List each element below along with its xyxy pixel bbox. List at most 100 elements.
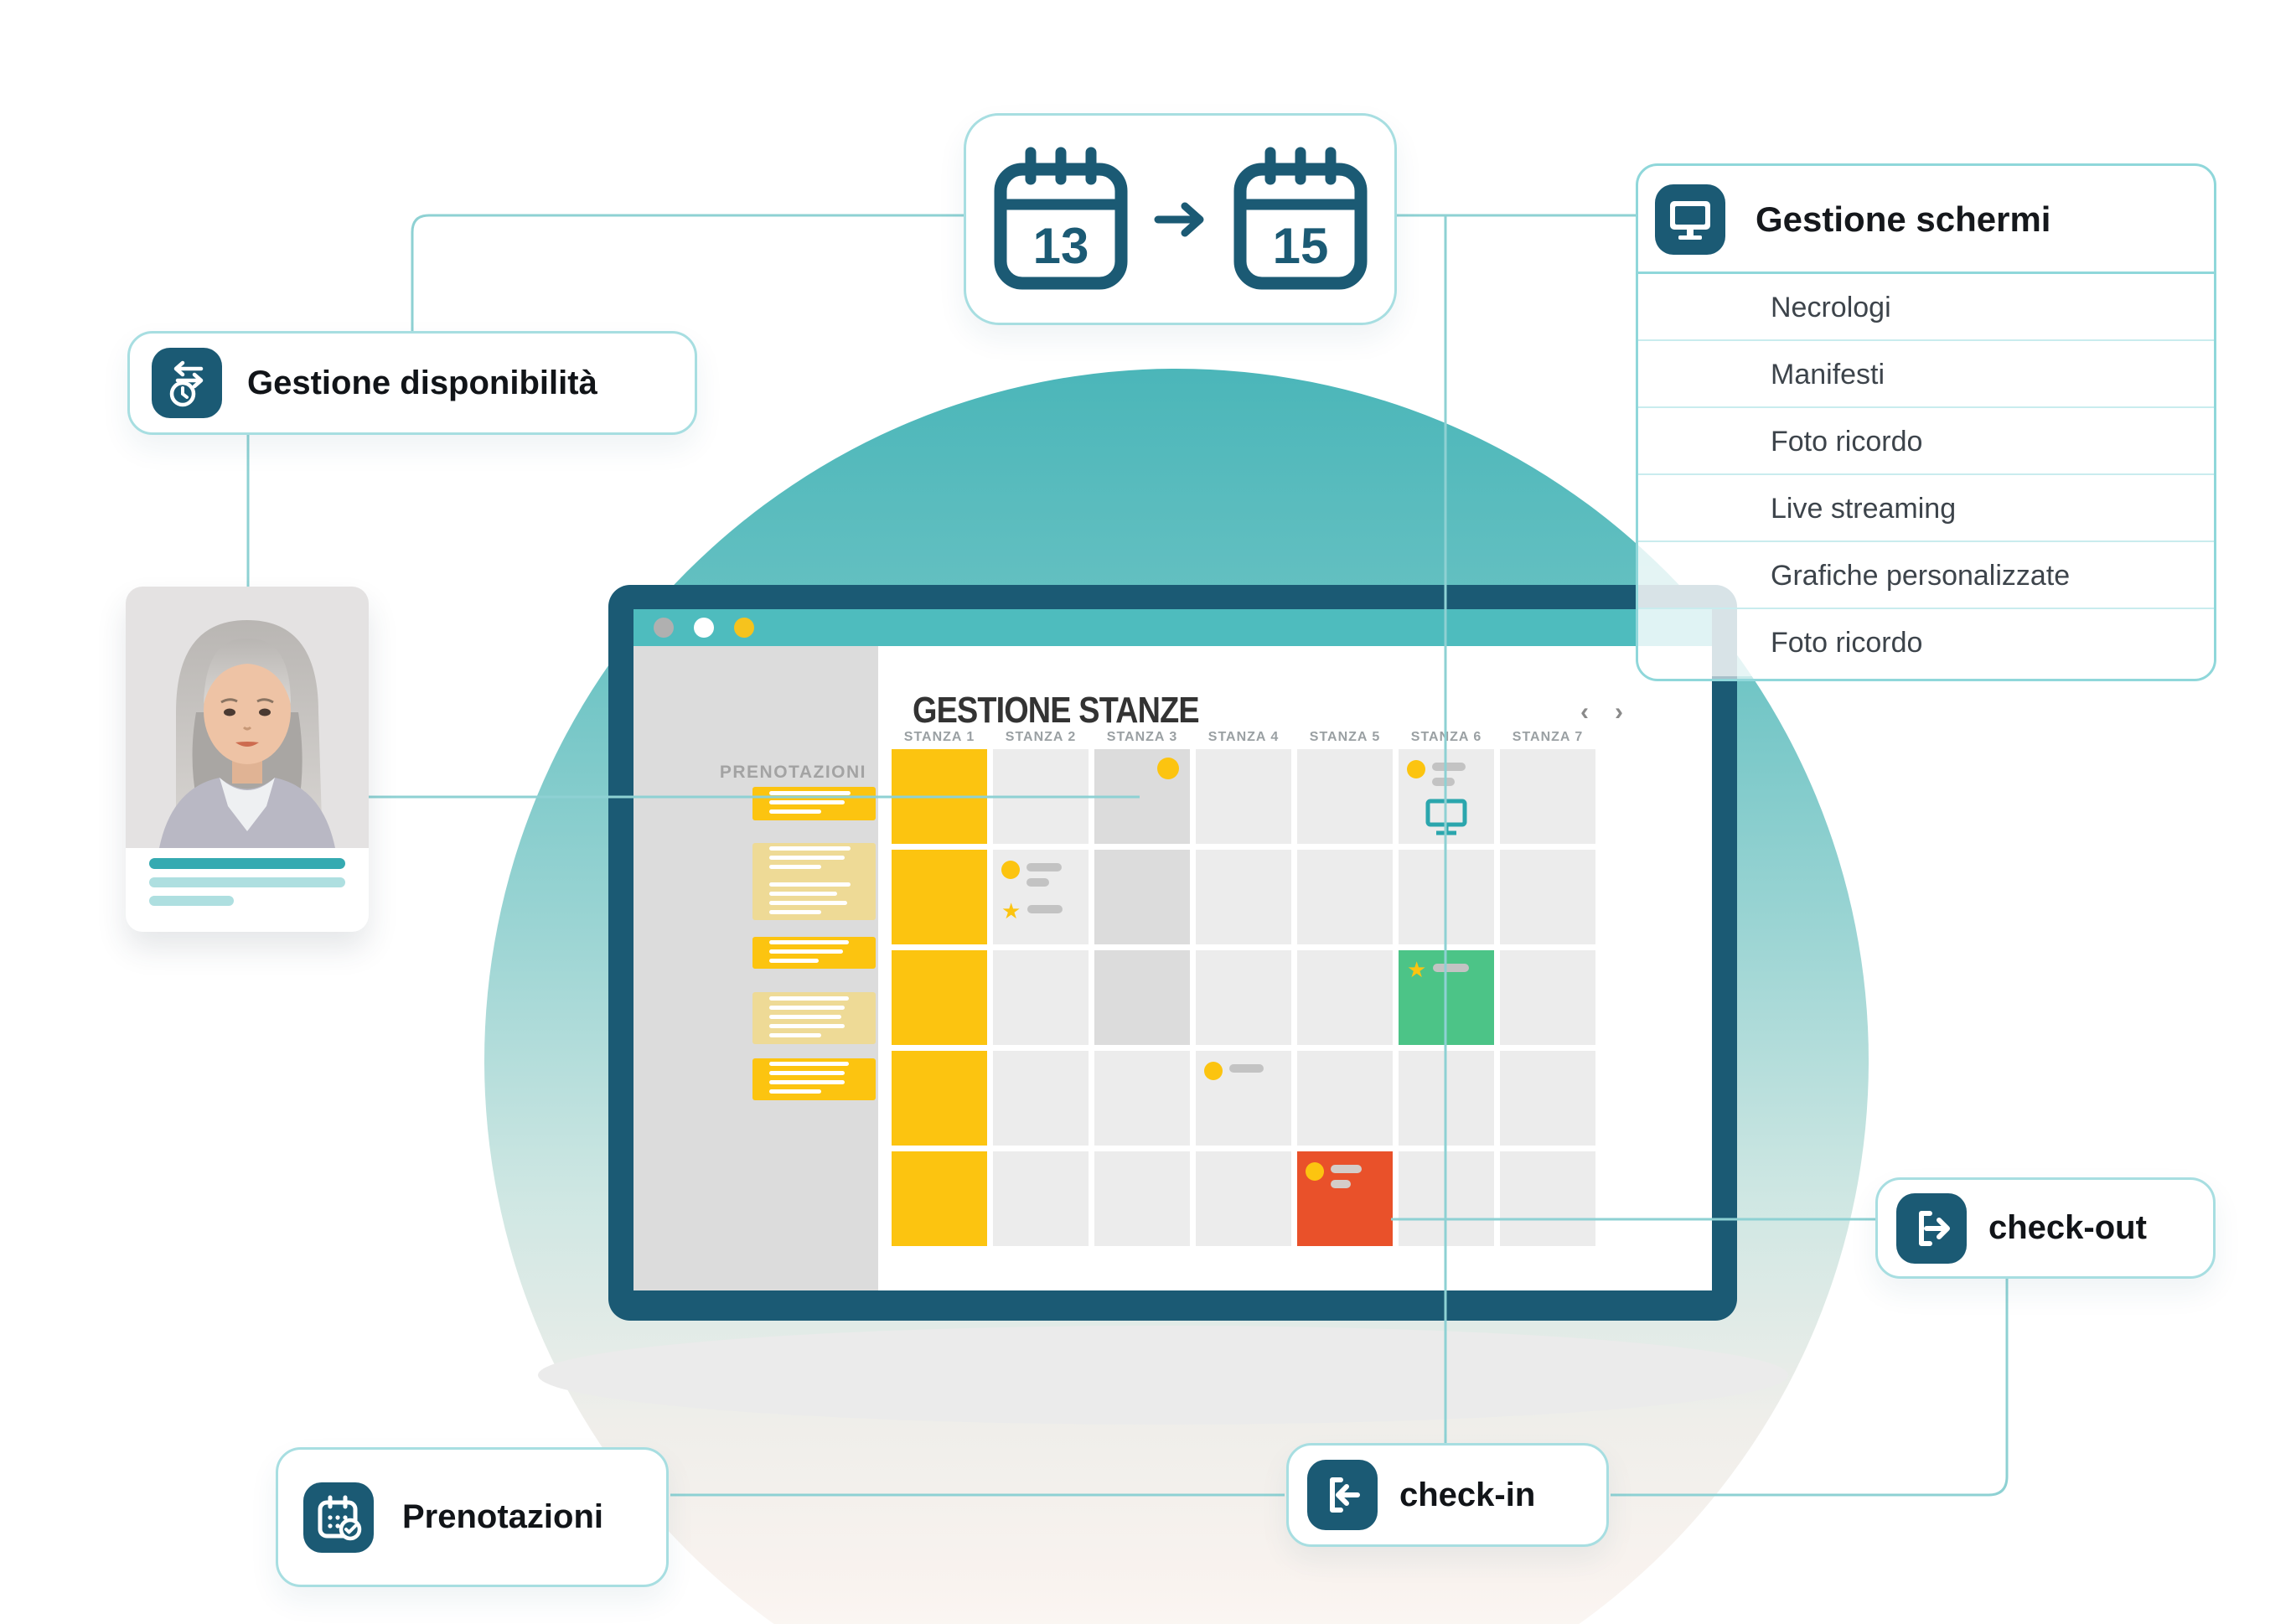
sidebar-booking-block[interactable]	[752, 843, 876, 920]
booking-cell[interactable]	[892, 850, 987, 944]
text-line	[769, 846, 851, 851]
sidebar-booking-block[interactable]	[752, 1058, 876, 1100]
booking-cell[interactable]	[1094, 749, 1190, 844]
booking-cell[interactable]	[1196, 950, 1291, 1045]
text-line	[769, 1062, 849, 1066]
screens-menu-item[interactable]: Live streaming	[1638, 475, 2214, 542]
booking-cell[interactable]	[1094, 950, 1190, 1045]
window-control-dot[interactable]	[654, 618, 674, 638]
booking-cell[interactable]	[1196, 850, 1291, 944]
text-line	[149, 896, 234, 906]
calendar-to-icon: 15	[1233, 147, 1367, 289]
booking-cell[interactable]	[1500, 950, 1595, 1045]
photo-card-text-bars	[149, 858, 345, 914]
text-line	[769, 1023, 845, 1028]
booking-cell[interactable]	[892, 1051, 987, 1146]
event-dot	[1001, 861, 1020, 879]
screens-title: Gestione schermi	[1756, 199, 2051, 239]
next-page-chevron[interactable]: ›	[1615, 698, 1623, 726]
screens-menu-item[interactable]: Manifesti	[1638, 341, 2214, 408]
booking-cell[interactable]	[892, 749, 987, 844]
text-line	[769, 900, 847, 905]
text-line	[1433, 964, 1469, 972]
booking-cell[interactable]	[993, 749, 1089, 844]
booking-cell[interactable]	[892, 1151, 987, 1246]
booking-cell[interactable]	[1094, 1151, 1190, 1246]
arrow-right-icon	[1154, 202, 1203, 236]
text-line	[769, 1080, 845, 1084]
booking-cell[interactable]	[993, 1051, 1089, 1146]
checkin-callout: check-in	[1286, 1443, 1609, 1547]
browser-window: PRENOTAZIONI GESTIONE STANZE ‹ › STANZA …	[608, 585, 1737, 1321]
event-dot	[1407, 760, 1425, 778]
date-change-callout: 13 15	[964, 113, 1397, 325]
booking-cell[interactable]	[1297, 850, 1393, 944]
text-line	[769, 882, 851, 887]
text-line	[1026, 878, 1049, 887]
booking-cell[interactable]: ★	[993, 850, 1089, 944]
booking-cell[interactable]	[1196, 1151, 1291, 1246]
text-line	[769, 949, 844, 954]
booking-cell[interactable]	[1297, 950, 1393, 1045]
screen-assigned-icon	[1425, 798, 1468, 840]
booking-cell[interactable]	[1297, 749, 1393, 844]
text-line	[769, 909, 822, 914]
booking-cell[interactable]	[1196, 1051, 1291, 1146]
sidebar-booking-block[interactable]	[752, 992, 876, 1044]
screens-menu-item[interactable]: Grafiche personalizzate	[1638, 542, 2214, 609]
screens-menu-item[interactable]: Foto ricordo	[1638, 609, 2214, 676]
text-line	[769, 790, 851, 795]
booking-cell[interactable]	[1500, 850, 1595, 944]
prev-page-chevron[interactable]: ‹	[1580, 698, 1589, 726]
checkout-label: check-out	[1988, 1209, 2147, 1246]
text-line	[1229, 1064, 1264, 1073]
text-line	[1331, 1165, 1363, 1173]
booking-cell[interactable]	[993, 950, 1089, 1045]
booking-cell[interactable]	[1196, 749, 1291, 844]
event-dot	[1306, 1162, 1324, 1181]
calendar-check-icon	[303, 1482, 374, 1553]
booking-cell[interactable]	[1500, 1151, 1595, 1246]
text-line	[149, 858, 345, 869]
text-line	[1331, 1180, 1352, 1188]
text-line	[769, 996, 849, 1001]
booking-cell[interactable]	[1094, 850, 1190, 944]
booking-cell[interactable]	[892, 950, 987, 1045]
text-line	[1027, 905, 1063, 913]
room-column-header: STANZA 7	[1512, 730, 1584, 744]
bookings-callout: Prenotazioni	[276, 1447, 669, 1587]
text-line	[769, 809, 822, 814]
window-control-dot[interactable]	[694, 618, 714, 638]
booking-cell[interactable]	[1500, 749, 1595, 844]
booking-cell[interactable]	[1500, 1051, 1595, 1146]
screens-menu-item[interactable]: Foto ricordo	[1638, 408, 2214, 475]
booking-cell[interactable]	[1399, 1051, 1494, 1146]
text-line	[1432, 763, 1466, 771]
logout-icon	[1896, 1192, 1967, 1264]
window-control-dot[interactable]	[734, 618, 754, 638]
booking-grid: ★★	[892, 749, 1595, 1246]
booking-cell[interactable]	[1297, 1151, 1393, 1246]
room-column-header: STANZA 4	[1207, 730, 1280, 744]
calendar-from-icon: 13	[994, 147, 1127, 289]
booking-cell[interactable]: ★	[1399, 950, 1494, 1045]
screens-menu-item[interactable]: Necrologi	[1638, 274, 2214, 341]
booking-cell[interactable]	[1399, 850, 1494, 944]
text-line	[769, 1032, 822, 1037]
booking-cell[interactable]	[1297, 1051, 1393, 1146]
star-icon: ★	[1407, 957, 1427, 982]
booking-cell[interactable]	[993, 1151, 1089, 1246]
room-column-header: STANZA 2	[1005, 730, 1077, 744]
bookings-sidebar: PRENOTAZIONI	[633, 646, 878, 1290]
window-floor-shadow	[538, 1326, 1788, 1425]
text-line	[1026, 863, 1063, 871]
sidebar-booking-block[interactable]	[752, 787, 876, 820]
booking-cell[interactable]	[1399, 749, 1494, 844]
sidebar-booking-block[interactable]	[752, 937, 876, 969]
booking-cell[interactable]	[1399, 1151, 1494, 1246]
star-icon: ★	[1001, 898, 1021, 923]
booking-cell[interactable]	[1094, 1051, 1190, 1146]
